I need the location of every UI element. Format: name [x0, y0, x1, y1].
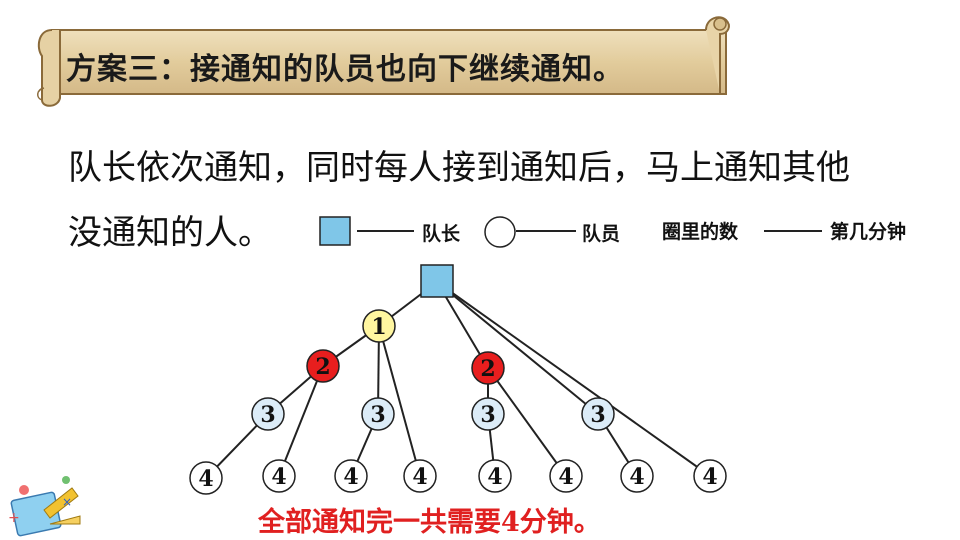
tree-edge [436, 281, 599, 415]
tree-edge [278, 365, 324, 477]
minute-label: 3 [260, 402, 275, 428]
minute-label: 4 [271, 464, 286, 490]
member-node-l4c: 4 [334, 459, 368, 493]
minute-label: 2 [480, 356, 495, 382]
tree-edge [350, 413, 379, 477]
minute-label: 4 [487, 464, 502, 490]
member-node-l3d: 3 [581, 397, 615, 431]
member-node-l4e: 4 [478, 459, 512, 493]
minute-label: 2 [315, 354, 330, 380]
member-node-l4f: 4 [549, 459, 583, 493]
member-circle [306, 349, 340, 383]
member-node-l2a: 2 [306, 349, 340, 383]
conclusion-text: 全部通知完一共需要4分钟。 [258, 507, 601, 538]
member-circle [362, 309, 396, 343]
member-node-l3c: 3 [471, 397, 505, 431]
paragraph-line-2: 没通知的人。 [68, 213, 272, 253]
member-node-l1: 1 [362, 309, 396, 343]
minute-label: 3 [480, 402, 495, 428]
minute-label: 1 [371, 314, 386, 340]
member-circle [478, 459, 512, 493]
svg-text:×: × [62, 495, 72, 509]
member-circle [189, 461, 223, 495]
member-node-l3b: 3 [361, 397, 395, 431]
svg-text:+: + [8, 510, 20, 526]
minute-label: 4 [702, 464, 717, 490]
minute-label: 4 [412, 464, 427, 490]
minute-label: 3 [370, 402, 385, 428]
member-circle [581, 397, 615, 431]
member-node-l4h: 4 [693, 459, 727, 493]
minute-label: 4 [343, 464, 358, 490]
scroll-banner [37, 16, 730, 107]
legend-minute-label: 第几分钟 [830, 221, 907, 243]
minute-label: 4 [558, 464, 573, 490]
member-circle [334, 459, 368, 493]
legend-captain-label: 队长 [422, 223, 461, 245]
legend-member-label: 队员 [582, 223, 621, 245]
member-circle [693, 459, 727, 493]
stationery-icon: + × [8, 476, 81, 537]
member-circle [471, 397, 505, 431]
tree-edge [436, 281, 711, 477]
banner-title: 方案三：接通知的队员也向下继续通知。 [66, 52, 624, 87]
tree-edge [487, 413, 496, 477]
member-circle [361, 397, 395, 431]
captain-node [420, 264, 454, 298]
tree-edge [322, 325, 380, 367]
tree-edge [267, 365, 324, 415]
tree-edge [377, 325, 380, 415]
member-node-l4a: 4 [189, 461, 223, 495]
minute-label: 3 [590, 402, 605, 428]
member-circle [471, 351, 505, 385]
member-circle [262, 459, 296, 493]
member-node-l4b: 4 [262, 459, 296, 493]
legend-circle-number-label: 圈里的数 [662, 221, 739, 243]
member-node-l2b: 2 [471, 351, 505, 385]
tree-edge [597, 413, 638, 477]
minute-label: 4 [198, 466, 213, 492]
member-node-l4g: 4 [620, 459, 654, 493]
paragraph-line-1: 队长依次通知，同时每人接到通知后，马上通知其他 [68, 148, 850, 188]
tree-edge [436, 281, 489, 369]
tree-edge [378, 281, 438, 327]
minute-label: 4 [629, 464, 644, 490]
member-circle [403, 459, 437, 493]
member-circle [549, 459, 583, 493]
legend-captain-square [319, 216, 351, 246]
tree-edge [487, 367, 567, 477]
tree-edge [205, 413, 269, 479]
member-node-l4d: 4 [403, 459, 437, 493]
member-circle [620, 459, 654, 493]
tree-edge [378, 325, 421, 477]
member-node-l3a: 3 [251, 397, 285, 431]
legend-member-circle [484, 216, 516, 248]
member-circle [251, 397, 285, 431]
